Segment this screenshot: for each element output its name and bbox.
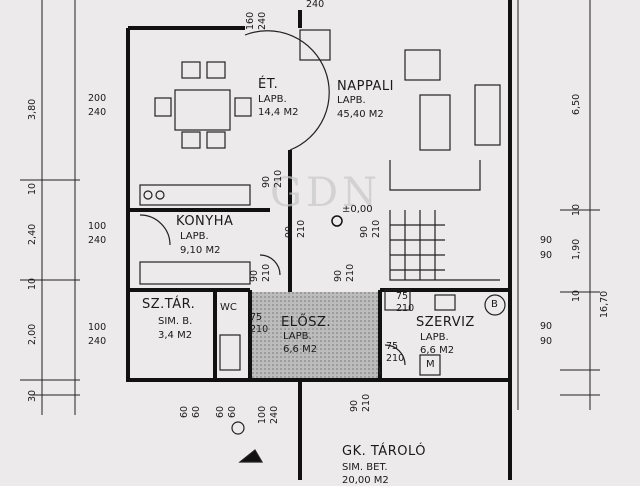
dim-right-2: 1,90 xyxy=(571,238,582,260)
dim-right-4: 16,70 xyxy=(599,290,610,318)
hallway-fill xyxy=(252,292,378,378)
dim-right-3: 10 xyxy=(571,289,582,302)
door-elosz-l-b: 210 xyxy=(261,263,272,282)
win-konyha-bottom: 240 xyxy=(88,235,107,246)
dim-bottom-5: 240 xyxy=(269,405,280,424)
win-right2-bottom: 90 xyxy=(540,336,553,347)
dim-top-door-b: 240 xyxy=(257,11,268,30)
door-szerviz-b: 210 xyxy=(386,353,405,364)
dim-right-0: 6,50 xyxy=(571,93,582,115)
meter-label: M xyxy=(426,359,435,370)
win-szertar-top: 100 xyxy=(88,322,107,333)
door-elosz-r-a: 90 xyxy=(333,269,344,282)
dim-left-5: 30 xyxy=(27,389,38,402)
dim-right-1: 10 xyxy=(571,203,582,216)
room-szerviz-floor: LAPB. xyxy=(420,332,449,343)
door-konyha-a: 90 xyxy=(284,225,295,238)
door-etk-b: 210 xyxy=(273,169,284,188)
win-right1-bottom: 90 xyxy=(540,250,553,261)
door-szerviz-r-a: 75 xyxy=(396,291,409,302)
room-nappali-floor: LAPB. xyxy=(337,95,366,106)
room-etkezo-floor: LAPB. xyxy=(258,94,287,105)
dim-left-1: 10 xyxy=(27,182,38,195)
room-szertar-name: SZ.TÁR. xyxy=(142,297,196,312)
dimension-lines xyxy=(20,0,600,415)
door-wc-a: 75 xyxy=(250,312,263,323)
room-elosz-floor: LAPB. xyxy=(283,331,312,342)
furniture xyxy=(139,29,506,463)
dim-bottom-4: 100 xyxy=(257,405,268,424)
room-elosz-name: ELŐSZ. xyxy=(281,315,331,330)
dim-top-door-2: 240 xyxy=(306,0,325,10)
dim-left-4: 2,00 xyxy=(27,323,38,345)
door-elosz-r-b: 210 xyxy=(345,263,356,282)
room-szerviz-area: 6,6 M2 xyxy=(420,345,455,356)
door-bottom-a: 90 xyxy=(349,399,360,412)
win-right1-top: 90 xyxy=(540,235,553,246)
dim-bottom-1: 60 xyxy=(191,405,202,418)
win-etk-top: 200 xyxy=(88,93,107,104)
dim-left-2: 2,40 xyxy=(27,223,38,245)
walls xyxy=(126,0,512,480)
win-szertar-bottom: 240 xyxy=(88,336,107,347)
win-right2-top: 90 xyxy=(540,321,553,332)
room-garage-area: 20,00 M2 xyxy=(342,475,389,486)
dim-left-3: 10 xyxy=(27,277,38,290)
boiler-label: B xyxy=(491,299,498,310)
door-szerviz-a: 75 xyxy=(386,341,399,352)
room-konyha-area: 9,10 M2 xyxy=(180,245,221,256)
room-garage-name: GK. TÁROLÓ xyxy=(342,444,426,459)
room-szerviz-name: SZERVIZ xyxy=(416,315,475,330)
door-wc-b: 210 xyxy=(250,324,269,335)
room-nappali-area: 45,40 M2 xyxy=(337,109,384,120)
dim-bottom-0: 60 xyxy=(179,405,190,418)
door-etk-a: 90 xyxy=(261,175,272,188)
room-etkezo-area: 14,4 M2 xyxy=(258,107,299,118)
room-wc-name: WC xyxy=(220,302,237,313)
door-bottom-b: 210 xyxy=(361,393,372,412)
room-konyha-floor: LAPB. xyxy=(180,231,209,242)
door-nappali-a: 90 xyxy=(359,225,370,238)
room-szertar-area: 3,4 M2 xyxy=(158,330,193,341)
level-marker-icon xyxy=(331,215,343,227)
door-konyha-b: 210 xyxy=(296,219,307,238)
room-garage-floor: SIM. BET. xyxy=(342,462,388,473)
level-label: ±0,00 xyxy=(342,204,373,215)
room-szertar-floor: SIM. B. xyxy=(158,316,193,327)
win-etk-bottom: 240 xyxy=(88,107,107,118)
door-elosz-l-a: 90 xyxy=(249,269,260,282)
room-etkezo-name: ÉT. xyxy=(258,77,279,92)
room-konyha-name: KONYHA xyxy=(176,214,234,229)
watermark: GDN xyxy=(270,170,382,216)
dim-bottom-2: 60 xyxy=(215,405,226,418)
room-nappali-name: NAPPALI xyxy=(337,79,394,94)
dim-bottom-3: 60 xyxy=(227,405,238,418)
door-szerviz-r-b: 210 xyxy=(396,303,415,314)
win-konyha-top: 100 xyxy=(88,221,107,232)
door-nappali-b: 210 xyxy=(371,219,382,238)
dim-top-door-a: 160 xyxy=(245,11,256,30)
room-elosz-area: 6,6 M2 xyxy=(283,344,318,355)
dim-left-0: 3,80 xyxy=(27,98,38,120)
